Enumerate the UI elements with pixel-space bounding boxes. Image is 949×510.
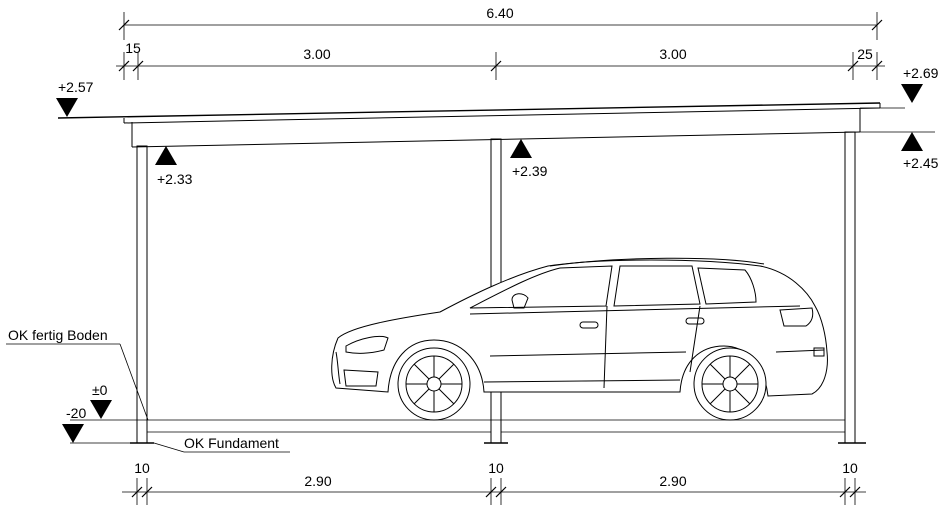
level-up-triangle-icon [901, 132, 923, 151]
level-foundation: -20 [62, 405, 86, 443]
bottom-dimensions: 10 10 10 2.90 2.90 [122, 460, 866, 505]
svg-text:OK fertig Boden: OK fertig Boden [8, 327, 108, 343]
post-mid-width-label: 10 [488, 460, 504, 476]
overall-dimension: 6.40 [118, 5, 883, 40]
span-right-label: 3.00 [659, 46, 686, 62]
level-roof-left: +2.57 [56, 79, 94, 117]
note-foundation: OK Fundament [153, 435, 290, 453]
overall-dimension-label: 6.40 [486, 5, 513, 21]
span-left-label: 3.00 [303, 46, 330, 62]
level-beam-mid: +2.39 [510, 139, 548, 179]
right-overhang-label: 25 [857, 46, 873, 62]
level-beam-right: +2.45 [901, 132, 939, 171]
floor-slab [70, 419, 845, 444]
svg-text:+2.45: +2.45 [903, 155, 939, 171]
level-up-triangle-icon [155, 146, 177, 165]
note-finished-floor: OK fertig Boden [6, 327, 149, 421]
level-beam-left: +2.33 [155, 146, 193, 187]
svg-text:-20: -20 [66, 405, 86, 421]
level-down-triangle-icon [901, 84, 923, 103]
post-right-width-label: 10 [842, 460, 858, 476]
segment-dimensions: 15 3.00 3.00 25 [116, 40, 885, 80]
post-left-width-label: 10 [134, 460, 150, 476]
level-down-triangle-icon [90, 400, 112, 419]
svg-text:+2.39: +2.39 [512, 163, 548, 179]
svg-text:+2.33: +2.33 [157, 171, 193, 187]
svg-text:±0: ±0 [92, 382, 108, 398]
car-illustration [331, 257, 828, 421]
svg-text:+2.69: +2.69 [903, 65, 939, 81]
level-floor: ±0 [90, 382, 112, 419]
level-down-triangle-icon [62, 424, 84, 443]
svg-text:OK Fundament: OK Fundament [184, 435, 279, 451]
clear-right-label: 2.90 [659, 473, 686, 489]
level-up-triangle-icon [510, 139, 532, 158]
level-roof-right: +2.69 [901, 65, 939, 103]
roof [57, 102, 935, 148]
post-right [844, 131, 856, 444]
post-left [136, 145, 148, 444]
svg-text:+2.57: +2.57 [58, 79, 94, 95]
left-overhang-label: 15 [125, 40, 141, 56]
clear-left-label: 2.90 [304, 473, 331, 489]
level-down-triangle-icon [56, 98, 78, 117]
